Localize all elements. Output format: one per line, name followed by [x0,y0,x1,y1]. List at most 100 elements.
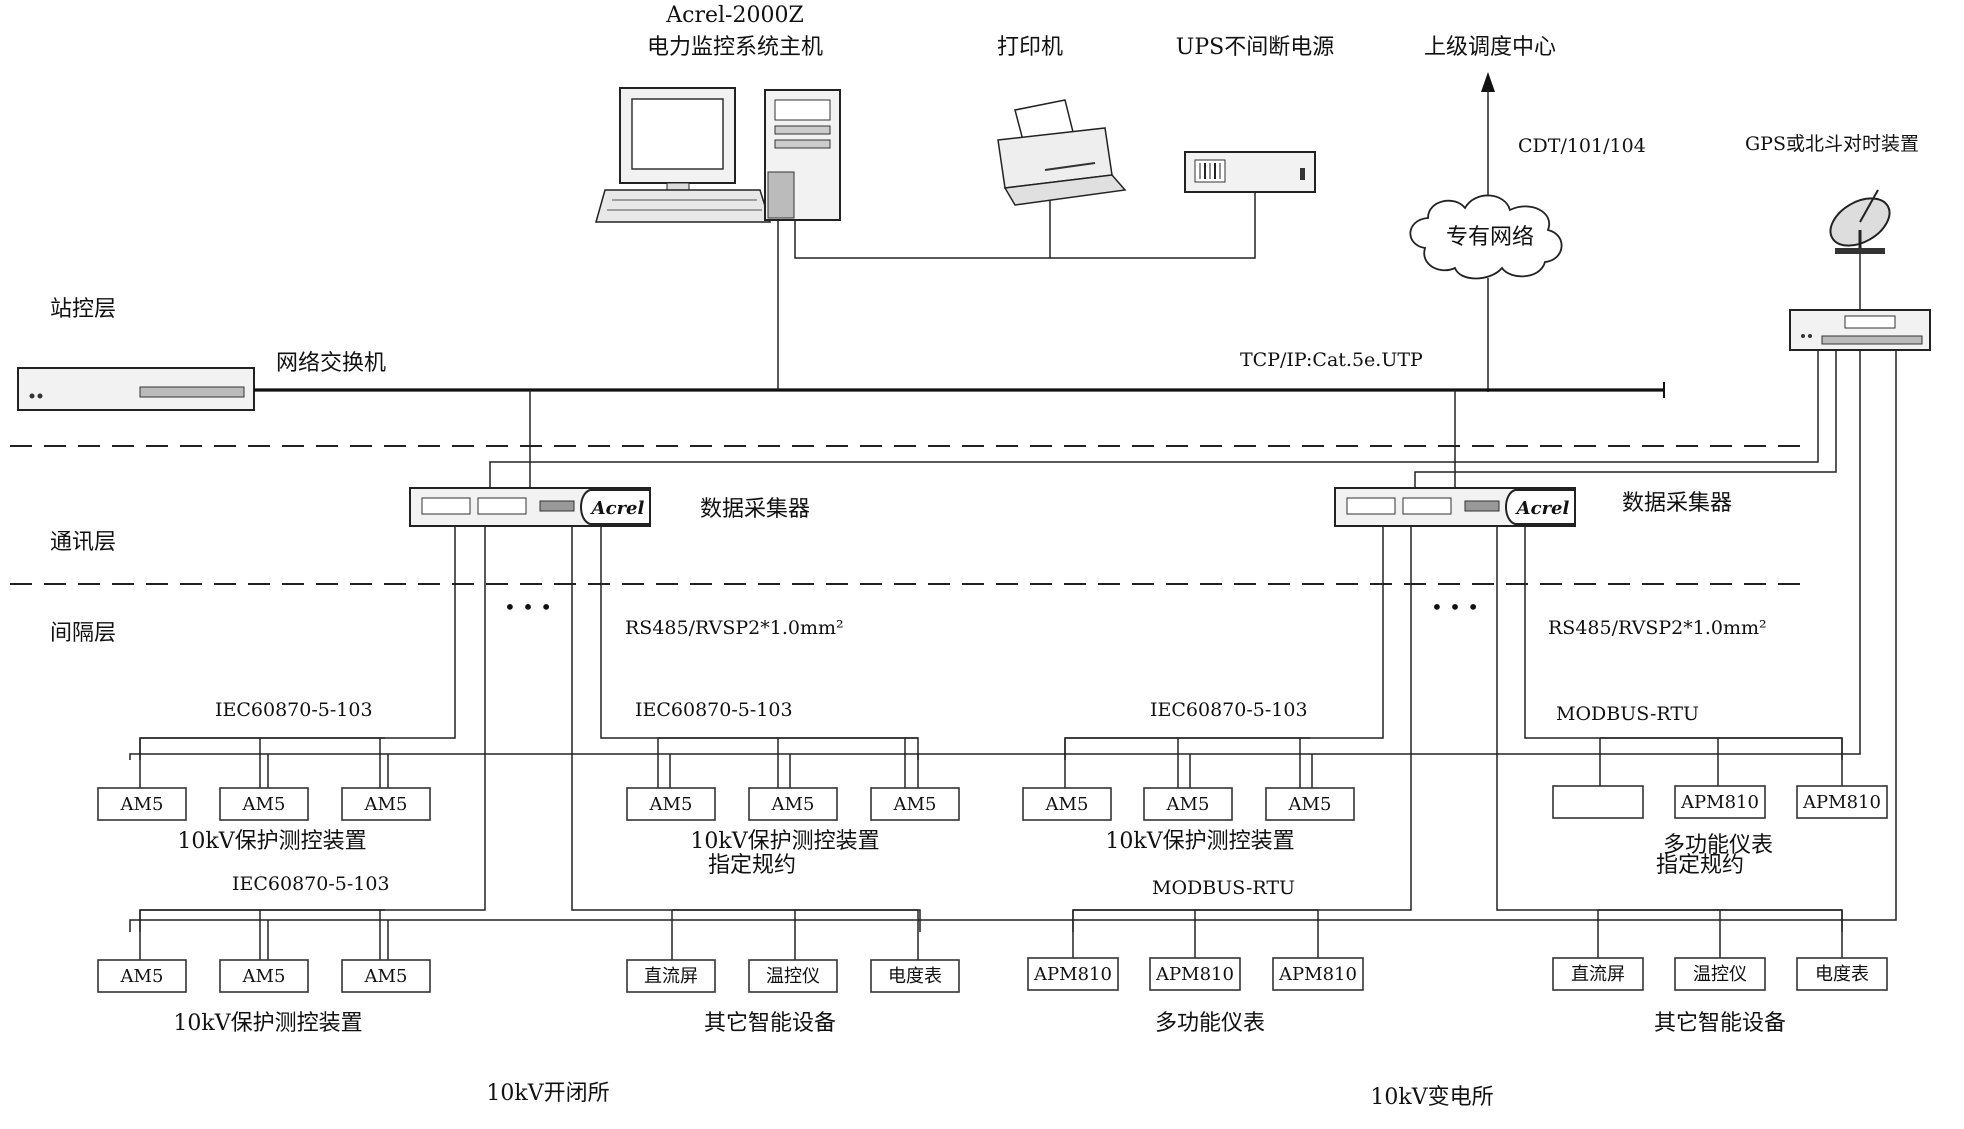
right-rs485-label: RS485/RVSP2*1.0mm² [1548,617,1767,639]
device-label: APM810 [1033,964,1112,985]
left-row1b-caption: 10kV保护测控装置 [690,829,879,854]
right-row1a-device-1 [1022,787,1112,821]
left-collector-brand: Acrel [590,498,645,519]
gps-label: GPS或北斗对时装置 [1745,133,1919,155]
left-row2a-protocol: IEC60870-5-103 [232,873,390,895]
layer-label-station: 站控层 [50,297,116,322]
left-row1b-device-2 [748,787,838,821]
right-row2b-device-1 [1552,957,1644,991]
right-site-label: 10kV变电所 [1370,1085,1493,1110]
left-row2a-device-1 [97,959,187,993]
device-label: AM5 [649,794,693,815]
left-row2a-device-3 [341,959,431,993]
device-label: AM5 [893,794,937,815]
device-label: AM5 [242,966,286,987]
host-model-label: Acrel-2000Z [665,3,804,28]
left-row2b-group [671,909,919,960]
device-label: AM5 [1166,794,1210,815]
device-label: AM5 [242,794,286,815]
right-row1a-protocol: IEC60870-5-103 [1150,699,1308,721]
right-row1a-device-2 [1143,787,1233,821]
right-row1b-group [1599,737,1843,788]
device-label: 温控仪 [766,966,820,987]
device-label: AM5 [1288,794,1332,815]
left-row1b-group [657,737,919,788]
right-row1b-device-3 [1796,785,1888,819]
left-row2b-caption: 其它智能设备 [704,1011,836,1036]
right-row2a-protocol: MODBUS-RTU [1152,877,1295,899]
left-ellipsis: • • • [504,595,552,619]
uplink-arrow-head [1481,72,1495,92]
right-data-collector-icon [1334,487,1576,527]
left-row1a-device-2 [219,787,309,821]
device-label: AM5 [1045,794,1089,815]
device-label: AM5 [120,794,164,815]
satellite-dish-icon [1829,189,1891,254]
device-label: APM810 [1155,964,1234,985]
left-row1a-caption: 10kV保护测控装置 [177,829,366,854]
device-label: 电度表 [888,966,942,987]
network-label: 专有网络 [1446,225,1534,250]
layer-label-bay: 间隔层 [50,621,116,646]
device-label: AM5 [364,794,408,815]
left-row1b-device-3 [870,787,960,821]
device-label: AM5 [771,794,815,815]
right-collector-gps-link [1414,350,1837,490]
left-row2a-caption: 10kV保护测控装置 [173,1011,362,1036]
right-row1b-device-1 [1552,785,1644,819]
device-label: AM5 [364,966,408,987]
left-row1a-protocol: IEC60870-5-103 [215,699,373,721]
left-row1a-device-1 [97,787,187,821]
device-label: APM810 [1278,964,1357,985]
right-row1b-caption: 多功能仪表 [1663,833,1773,858]
host-computer-icon [595,87,841,223]
right-collector-label: 数据采集器 [1622,491,1732,516]
right-row2b-group [1597,909,1843,960]
uplink-protocol-label: CDT/101/104 [1518,135,1646,157]
device-label: 温控仪 [1693,964,1747,985]
right-row1b-protocol: MODBUS-RTU [1556,703,1699,725]
printer-icon [997,99,1127,206]
right-row2b-device-3 [1796,957,1888,991]
right-row2a-device-3 [1272,957,1364,991]
right-row1b-caption2: 指定规约 [1656,853,1744,878]
left-row2b-device-1 [626,959,716,993]
layer-label-comm: 通讯层 [50,530,116,555]
right-row2b-caption: 其它智能设备 [1654,1011,1786,1036]
right-row2a-group [1072,909,1319,960]
network-switch-icon [17,367,255,411]
device-label: 电度表 [1815,964,1869,985]
right-row1a-caption: 10kV保护测控装置 [1105,829,1294,854]
right-row2b-device-2 [1674,957,1766,991]
tcp-label: TCP/IP:Cat.5e.UTP [1240,349,1423,371]
ups-label: UPS不间断电源 [1176,35,1334,60]
left-row2b-device-3 [870,959,960,993]
device-label: AM5 [120,966,164,987]
right-row1a-device-3 [1265,787,1355,821]
host-name-label: 电力监控系统主机 [647,35,823,60]
device-label: APM810 [1802,792,1881,813]
left-row2a-group [139,909,389,960]
right-row1b-device-2 [1674,785,1766,819]
right-row2a-device-1 [1027,957,1119,991]
right-ellipsis: • • • [1431,595,1479,619]
left-collector-gps-link [489,350,1819,490]
device-label: APM810 [1680,792,1759,813]
left-collector-label: 数据采集器 [700,497,810,522]
gps-sync-line [129,350,1861,760]
left-row1b-device-1 [626,787,716,821]
gps-device-icon [1789,309,1931,351]
left-row2a-device-2 [219,959,309,993]
left-data-collector-icon [409,487,651,527]
right-row2a-device-2 [1149,957,1241,991]
left-site-label: 10kV开闭所 [486,1081,609,1106]
left-rs485-lines [139,526,921,932]
printer-label: 打印机 [997,35,1063,60]
device-label: 直流屏 [1571,964,1625,985]
right-row1a-group [1064,737,1313,788]
peripheral-link [794,192,1256,259]
right-row2a-caption: 多功能仪表 [1155,1011,1265,1036]
right-collector-brand: Acrel [1515,498,1570,519]
left-row1b-caption2: 指定规约 [708,853,796,878]
